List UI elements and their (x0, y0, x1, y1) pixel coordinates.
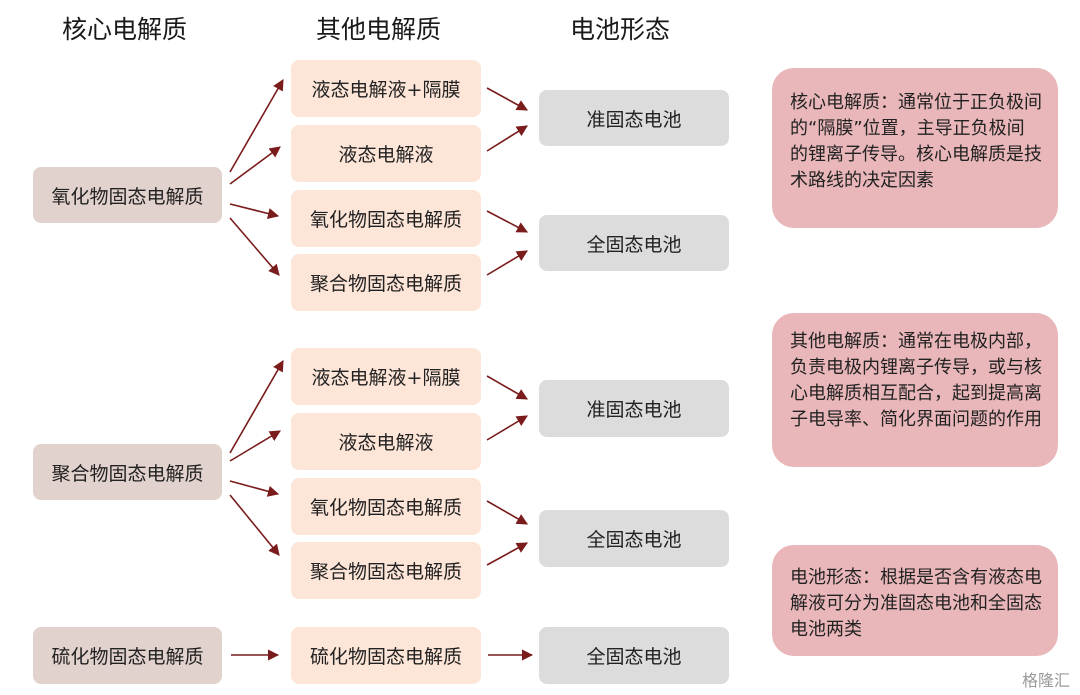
arrow (229, 217, 280, 276)
other-box-polymer: 聚合物固态电解质 (291, 542, 481, 599)
arrow (486, 210, 528, 233)
watermark-logo: 格隆汇 (1021, 671, 1070, 690)
form-box-all-solid: 全固态电池 (539, 627, 729, 684)
arrow (229, 203, 280, 219)
arrow (486, 542, 528, 566)
note-other-electrolyte: 其他电解质：通常在电极内部，负责电极内锂离子传导，或与核心电解质相互配合，起到提… (772, 313, 1058, 467)
other-box-liquid-separator: 液态电解液+隔膜 (291, 60, 481, 117)
header-battery-form: 电池形态 (570, 15, 671, 44)
other-box-liquid-separator: 液态电解液+隔膜 (291, 348, 481, 405)
form-box-all-solid: 全固态电池 (539, 510, 729, 567)
form-box-quasi-solid: 准固态电池 (539, 90, 729, 146)
arrow (486, 250, 528, 276)
other-box-polymer: 聚合物固态电解质 (291, 254, 481, 311)
arrow (486, 125, 528, 152)
form-box-quasi-solid: 准固态电池 (539, 380, 729, 437)
note-core-electrolyte: 核心电解质：通常位于正负极间的“隔膜”位置，主导正负极间的锂离子传导。核心电解质… (772, 68, 1058, 228)
arrow (229, 146, 281, 185)
arrow (229, 480, 280, 497)
other-box-sulfide: 硫化物固态电解质 (291, 627, 481, 684)
other-box-oxide: 氧化物固态电解质 (291, 478, 481, 535)
core-box-oxide: 氧化物固态电解质 (33, 167, 222, 223)
other-box-liquid: 液态电解液 (291, 413, 481, 470)
core-box-sulfide: 硫化物固态电解质 (33, 627, 222, 684)
other-box-oxide: 氧化物固态电解质 (291, 190, 481, 247)
header-other-electrolyte: 其他电解质 (316, 15, 442, 44)
arrow (229, 360, 284, 454)
arrow (229, 430, 281, 462)
note-battery-form: 电池形态：根据是否含有液态电解液可分为准固态电池和全固态电池两类 (772, 545, 1058, 656)
core-box-polymer: 聚合物固态电解质 (33, 444, 222, 500)
arrow (486, 500, 528, 525)
arrow (486, 375, 528, 400)
header-core-electrolyte: 核心电解质 (62, 15, 188, 44)
form-box-all-solid: 全固态电池 (539, 215, 729, 271)
arrow (229, 79, 284, 173)
arrow (486, 415, 528, 441)
arrow (486, 87, 528, 111)
arrow (229, 494, 280, 556)
other-box-liquid: 液态电解液 (291, 125, 481, 182)
